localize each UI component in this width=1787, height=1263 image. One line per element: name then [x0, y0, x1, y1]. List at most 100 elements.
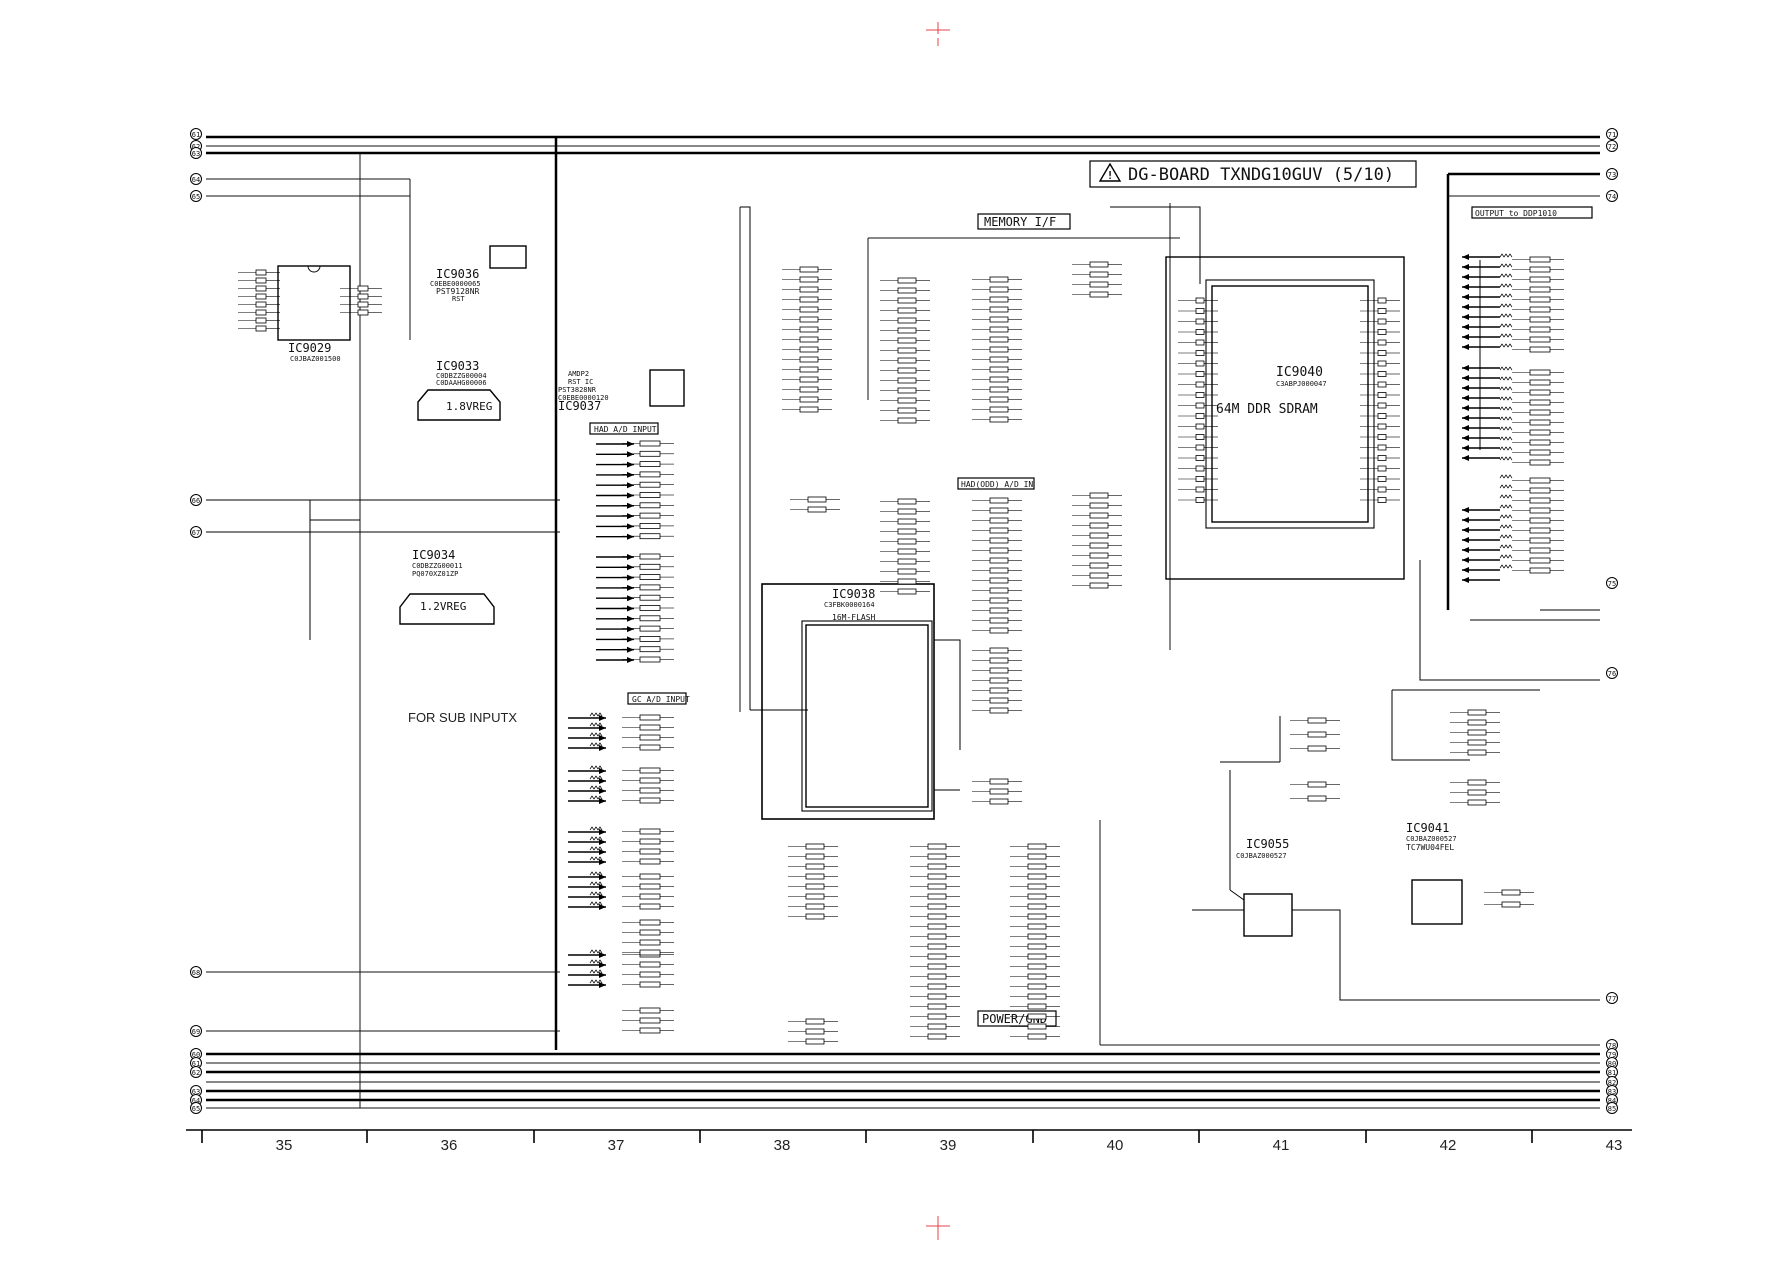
component-column — [1512, 256, 1564, 353]
component-column — [1178, 297, 1218, 503]
component-column — [1072, 261, 1122, 298]
memory-if-label: MEMORY I/F — [984, 215, 1056, 229]
ic9038: IC9038 C3FBK0000164 16M-FLASH — [761, 583, 935, 820]
component-column — [1010, 843, 1060, 1040]
connector-right: 75 — [1606, 577, 1618, 589]
component-column — [1290, 781, 1340, 802]
connector-right: 72 — [1606, 140, 1618, 152]
ic9036-part2: PST9128NR — [436, 287, 480, 296]
component-column — [1360, 297, 1400, 503]
ic9055-part: C0JBAZ000527 — [1236, 852, 1287, 860]
connector-right-label: 77 — [1608, 995, 1616, 1003]
ic9041-part: C0JBAZ000527 — [1406, 835, 1457, 843]
ic9036: IC9036 C0EBE0000065 PST9128NR RST — [430, 245, 527, 303]
grid-cell: 40 — [1032, 1130, 1124, 1154]
connector-left: 66 — [190, 494, 202, 506]
grid-cell: 41 — [1198, 1130, 1290, 1154]
connector-left-label: 61 — [192, 1060, 200, 1068]
connector-right-label: 73 — [1608, 171, 1616, 179]
ic9037-part: C0EBE0000120 — [558, 394, 609, 402]
connector-left: 69 — [190, 1025, 202, 1037]
connector-left: 67 — [190, 526, 202, 538]
component-column — [622, 873, 674, 910]
connector-left-label: 64 — [192, 176, 200, 184]
ic9036-ref: IC9036 — [436, 267, 479, 281]
signal-arrow-column — [1462, 254, 1500, 350]
component-column — [880, 498, 930, 595]
connector-left-label: 62 — [192, 1069, 200, 1077]
connector-right-label: 83 — [1608, 1088, 1616, 1096]
connector-left: 65 — [190, 1102, 202, 1114]
connector-right-label: 72 — [1608, 143, 1616, 151]
component-column — [622, 440, 674, 540]
component-column — [1290, 717, 1340, 752]
signal-arrow-column — [1462, 507, 1500, 583]
component-column — [622, 767, 674, 804]
connector-left-label: 66 — [192, 497, 200, 505]
top-bus-lines — [206, 135, 1600, 610]
connector-left: 61 — [190, 128, 202, 140]
component-column — [972, 497, 1022, 634]
ic9029: IC9029 C0JBAZ001500 — [277, 265, 351, 363]
connector-right: 85 — [1606, 1102, 1618, 1114]
resistor-array — [589, 871, 603, 906]
had-odd-ad-in-label: HAD(ODD) A/D IN — [961, 480, 1033, 489]
signal-arrow-column — [596, 441, 634, 540]
connector-right: 73 — [1606, 168, 1618, 180]
component-column — [880, 277, 930, 424]
wires — [206, 206, 1600, 1001]
resistor-array — [589, 765, 603, 800]
ic9033-part: C0DBZZG00004 — [436, 372, 487, 380]
connector-left-label: 67 — [192, 529, 200, 537]
component-column — [1512, 477, 1564, 574]
connector-right: 82 — [1606, 1076, 1618, 1088]
grid-label: 41 — [1273, 1137, 1290, 1154]
grid-label: 35 — [276, 1137, 293, 1154]
connector-right-label: 85 — [1608, 1105, 1616, 1113]
resistor-array — [1499, 474, 1513, 569]
ic9037-part4: AMDP2 — [568, 370, 589, 378]
component-column — [622, 828, 674, 865]
svg-text:!: ! — [1107, 169, 1114, 182]
connector-left-label: 63 — [192, 150, 200, 158]
ic9033-ref: IC9033 — [436, 359, 479, 373]
grid-label: 36 — [441, 1137, 458, 1154]
resistor-array — [589, 949, 603, 984]
grid-cell: 38 — [699, 1130, 790, 1154]
register-mark-bottom — [926, 1216, 950, 1240]
component-column — [622, 714, 674, 751]
component-column — [238, 269, 280, 332]
grid-label: 40 — [1107, 1137, 1124, 1154]
ic9037-ref: IC9037 — [558, 399, 601, 413]
ic9034: IC9034 C0DBZZG00011 PQ070XZ01ZP 1.2VREG — [399, 548, 495, 625]
sheet-title: DG-BOARD TXNDG10GUV (5/10) — [1128, 165, 1394, 185]
connector-right-label: 78 — [1608, 1042, 1616, 1050]
component-column — [910, 843, 960, 1040]
component-column — [622, 951, 674, 988]
ic9029-part: C0JBAZ001500 — [290, 355, 341, 363]
signal-arrow-column — [568, 829, 606, 865]
connector-right: 77 — [1606, 992, 1618, 1004]
component-column — [622, 553, 674, 663]
ic9038-part: C3FBK0000164 — [824, 601, 875, 609]
connector-left-label: 65 — [192, 193, 200, 201]
connector-left: 63 — [190, 147, 202, 159]
connector-right: 76 — [1606, 667, 1618, 679]
grid-cell: 39 — [865, 1130, 956, 1154]
resistor-array — [589, 826, 603, 861]
component-column — [622, 1007, 674, 1034]
ic9036-part: C0EBE0000065 — [430, 280, 481, 288]
ic9033: IC9033 C0DBZZG00004 C0DAAHG00006 1.8VREG — [417, 359, 501, 421]
connector-right-label: 75 — [1608, 580, 1616, 588]
component-column — [788, 1018, 838, 1045]
component-column — [1450, 709, 1500, 756]
warning-triangle-icon — [1098, 162, 1122, 182]
ic9033-inner: 1.8VREG — [446, 400, 492, 413]
component-column — [782, 266, 832, 413]
component-column — [1450, 779, 1500, 806]
signal-arrow-column — [596, 554, 634, 663]
connector-right-label: 84 — [1608, 1097, 1616, 1105]
ic9041-ref: IC9041 — [1406, 821, 1449, 835]
grid-cell: 36 — [366, 1130, 458, 1154]
